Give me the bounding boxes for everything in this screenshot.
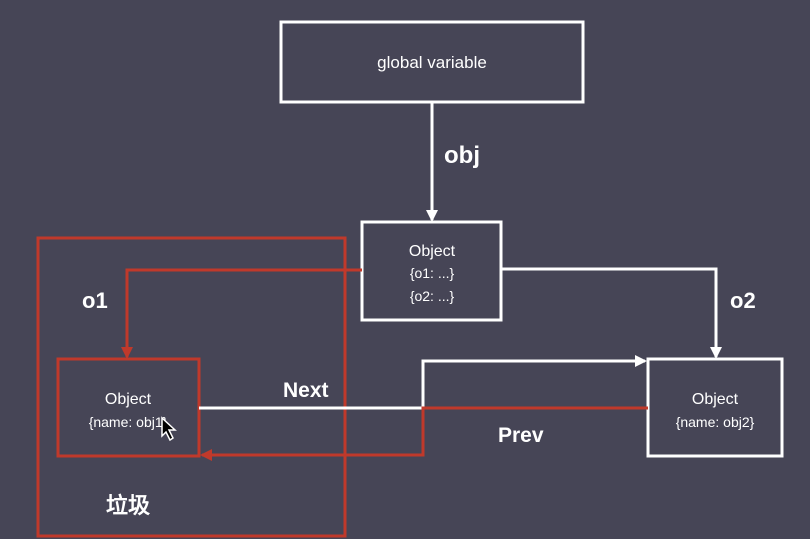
edge-o1-label: o1: [82, 288, 108, 313]
garbage-region: [36, 236, 347, 538]
edge-next: [199, 355, 647, 410]
edge-o2: [501, 267, 722, 359]
garbage-label: 垃圾: [106, 493, 151, 518]
global-variable-label: global variable: [377, 53, 487, 72]
edge-prev-label: Prev: [498, 424, 544, 447]
obj1-title: Object: [105, 391, 152, 408]
root-object-line1: {o1: ...}: [410, 265, 455, 281]
edge-prev: [200, 406, 648, 461]
obj1-line1: {name: obj1}: [89, 414, 168, 430]
edge-next-label: Next: [283, 379, 329, 402]
mouse-cursor-icon: [161, 416, 177, 442]
edge-o1: [121, 268, 362, 359]
obj2-line1: {name: obj2}: [676, 414, 755, 430]
root-object-title: Object: [409, 243, 456, 260]
edge-obj-label: obj: [444, 142, 480, 169]
edge-o2-label: o2: [730, 288, 756, 313]
root-object-line2: {o2: ...}: [410, 288, 455, 304]
obj2-title: Object: [692, 391, 739, 408]
